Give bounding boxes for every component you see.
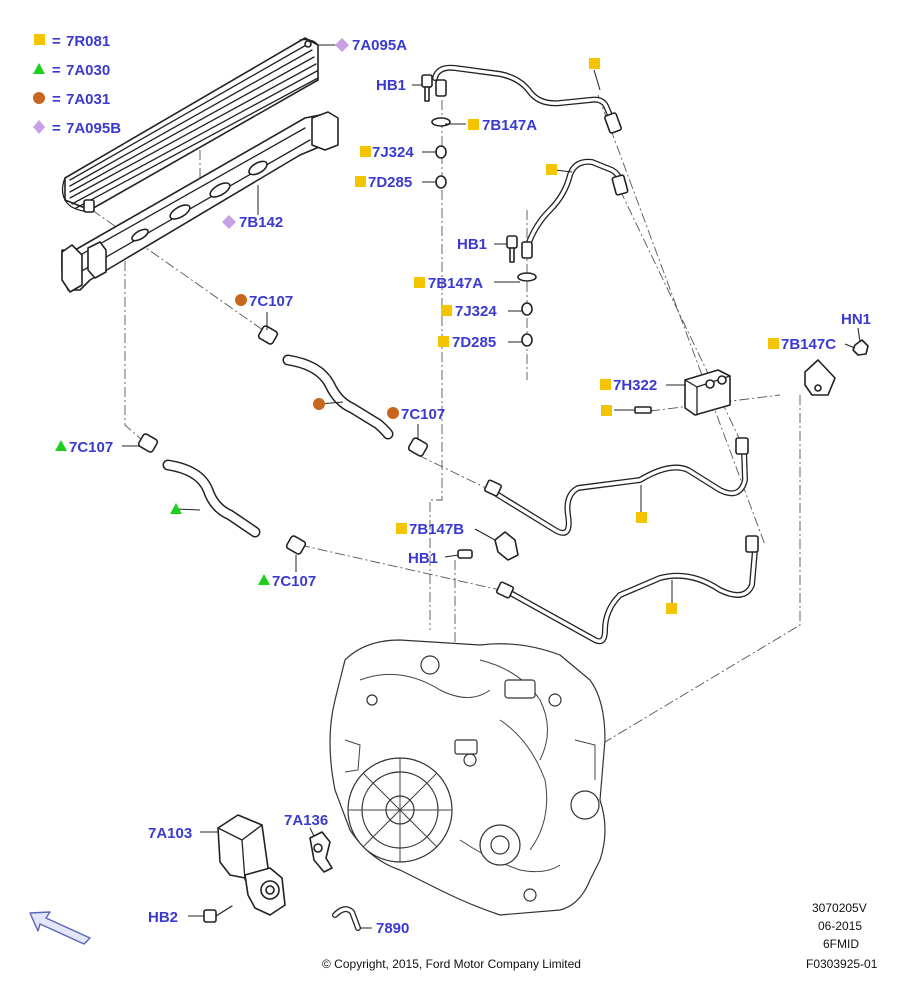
circle-icon	[313, 398, 325, 410]
circle-icon	[387, 407, 399, 419]
callout-7890: 7890	[376, 920, 409, 937]
middle-steel-tube	[517, 158, 629, 282]
legend-square-icon	[34, 34, 45, 45]
legend: = 7R081 = 7A030 = 7A031 = 7A095B	[33, 33, 121, 137]
legend-equals-3: =	[52, 91, 61, 108]
square-icon	[666, 603, 677, 614]
bracket-7b147c	[804, 339, 869, 396]
fasteners-top-column	[421, 74, 447, 189]
callout-7c107-4: 7C107	[272, 573, 316, 590]
callout-7d285-mid: 7D285	[452, 334, 496, 351]
callout-7j324-mid: 7J324	[455, 303, 497, 320]
callout-7h322: 7H322	[613, 377, 657, 394]
callout-hb1-low: HB1	[408, 550, 438, 567]
callout-hb1-top: HB1	[376, 77, 406, 94]
copyright-text: © Copyright, 2015, Ford Motor Company Li…	[322, 957, 581, 971]
callout-7c107-2: 7C107	[401, 406, 445, 423]
callout-7b147a-top: 7B147A	[482, 117, 537, 134]
long-steel-line-lower	[495, 535, 759, 645]
legend-equals-2: =	[52, 62, 61, 79]
circle-icon	[235, 294, 247, 306]
figure-id: F0303925-01	[806, 957, 878, 971]
legend-triangle-icon	[33, 63, 45, 74]
callout-hb2: HB2	[148, 909, 178, 926]
callout-7a095a: 7A095A	[352, 37, 407, 54]
callout-7b147c: 7B147C	[781, 336, 836, 353]
legend-equals-1: =	[52, 33, 61, 50]
callout-7a136: 7A136	[284, 812, 328, 829]
square-icon	[601, 405, 612, 416]
square-icon	[414, 277, 425, 288]
square-icon	[438, 336, 449, 347]
diamond-icon	[222, 215, 236, 229]
upper-steel-tube	[431, 64, 622, 134]
callout-7b147b: 7B147B	[409, 521, 464, 538]
legend-code-2: 7A030	[66, 62, 110, 79]
fasteners-mid-column	[506, 235, 533, 347]
callout-7d285-top: 7D285	[368, 174, 412, 191]
sensor-7a136	[309, 831, 333, 873]
vent-hose-7890	[332, 906, 361, 931]
triangle-icon	[170, 503, 182, 514]
transmission-housing	[329, 639, 606, 916]
front-direction-arrow-icon	[29, 911, 91, 945]
oil-cooler	[61, 37, 319, 213]
legend-code-1: 7R081	[66, 33, 110, 50]
square-icon	[636, 512, 647, 523]
square-icon	[396, 523, 407, 534]
callout-7b147a-mid: 7B147A	[428, 275, 483, 292]
legend-equals-4: =	[52, 120, 61, 137]
callout-hb1-mid: HB1	[457, 236, 487, 253]
callout-hn1: HN1	[841, 311, 871, 328]
footer: © Copyright, 2015, Ford Motor Company Li…	[322, 901, 878, 971]
connector-block	[634, 369, 731, 416]
square-icon	[360, 146, 371, 157]
triangle-icon	[55, 440, 67, 451]
long-steel-line-upper	[483, 437, 749, 536]
square-icon	[441, 305, 452, 316]
leader-lines	[122, 44, 861, 929]
diamond-icon	[335, 38, 349, 52]
assembly-lines	[91, 94, 801, 875]
legend-code-4: 7A095B	[66, 120, 121, 137]
square-icon	[355, 176, 366, 187]
square-icon	[546, 164, 557, 175]
model-code: 6FMID	[823, 937, 859, 951]
upper-rubber-hose	[257, 325, 429, 457]
triangle-icon	[258, 574, 270, 585]
solenoid-body	[217, 814, 286, 916]
square-icon	[768, 338, 779, 349]
square-icon	[600, 379, 611, 390]
callout-7c107-1: 7C107	[249, 293, 293, 310]
callouts: 7A095A 7B142 HB1 7B147A 7J324 7D285 HB1 …	[55, 37, 871, 937]
clip-7b147b	[457, 531, 519, 561]
legend-code-3: 7A031	[66, 91, 110, 108]
square-icon	[589, 58, 600, 69]
callout-7a103: 7A103	[148, 825, 192, 842]
callout-7j324-top: 7J324	[372, 144, 414, 161]
legend-circle-icon	[33, 92, 45, 104]
bolt-hb2	[203, 905, 233, 923]
square-icon	[468, 119, 479, 130]
legend-diamond-icon	[33, 120, 45, 134]
callout-7c107-3: 7C107	[69, 439, 113, 456]
date-text: 06-2015	[818, 919, 862, 933]
callout-7b142: 7B142	[239, 214, 283, 231]
lower-rubber-hose	[137, 433, 307, 555]
ref-number: 3070205V	[812, 901, 867, 915]
cooler-bracket	[61, 111, 339, 293]
